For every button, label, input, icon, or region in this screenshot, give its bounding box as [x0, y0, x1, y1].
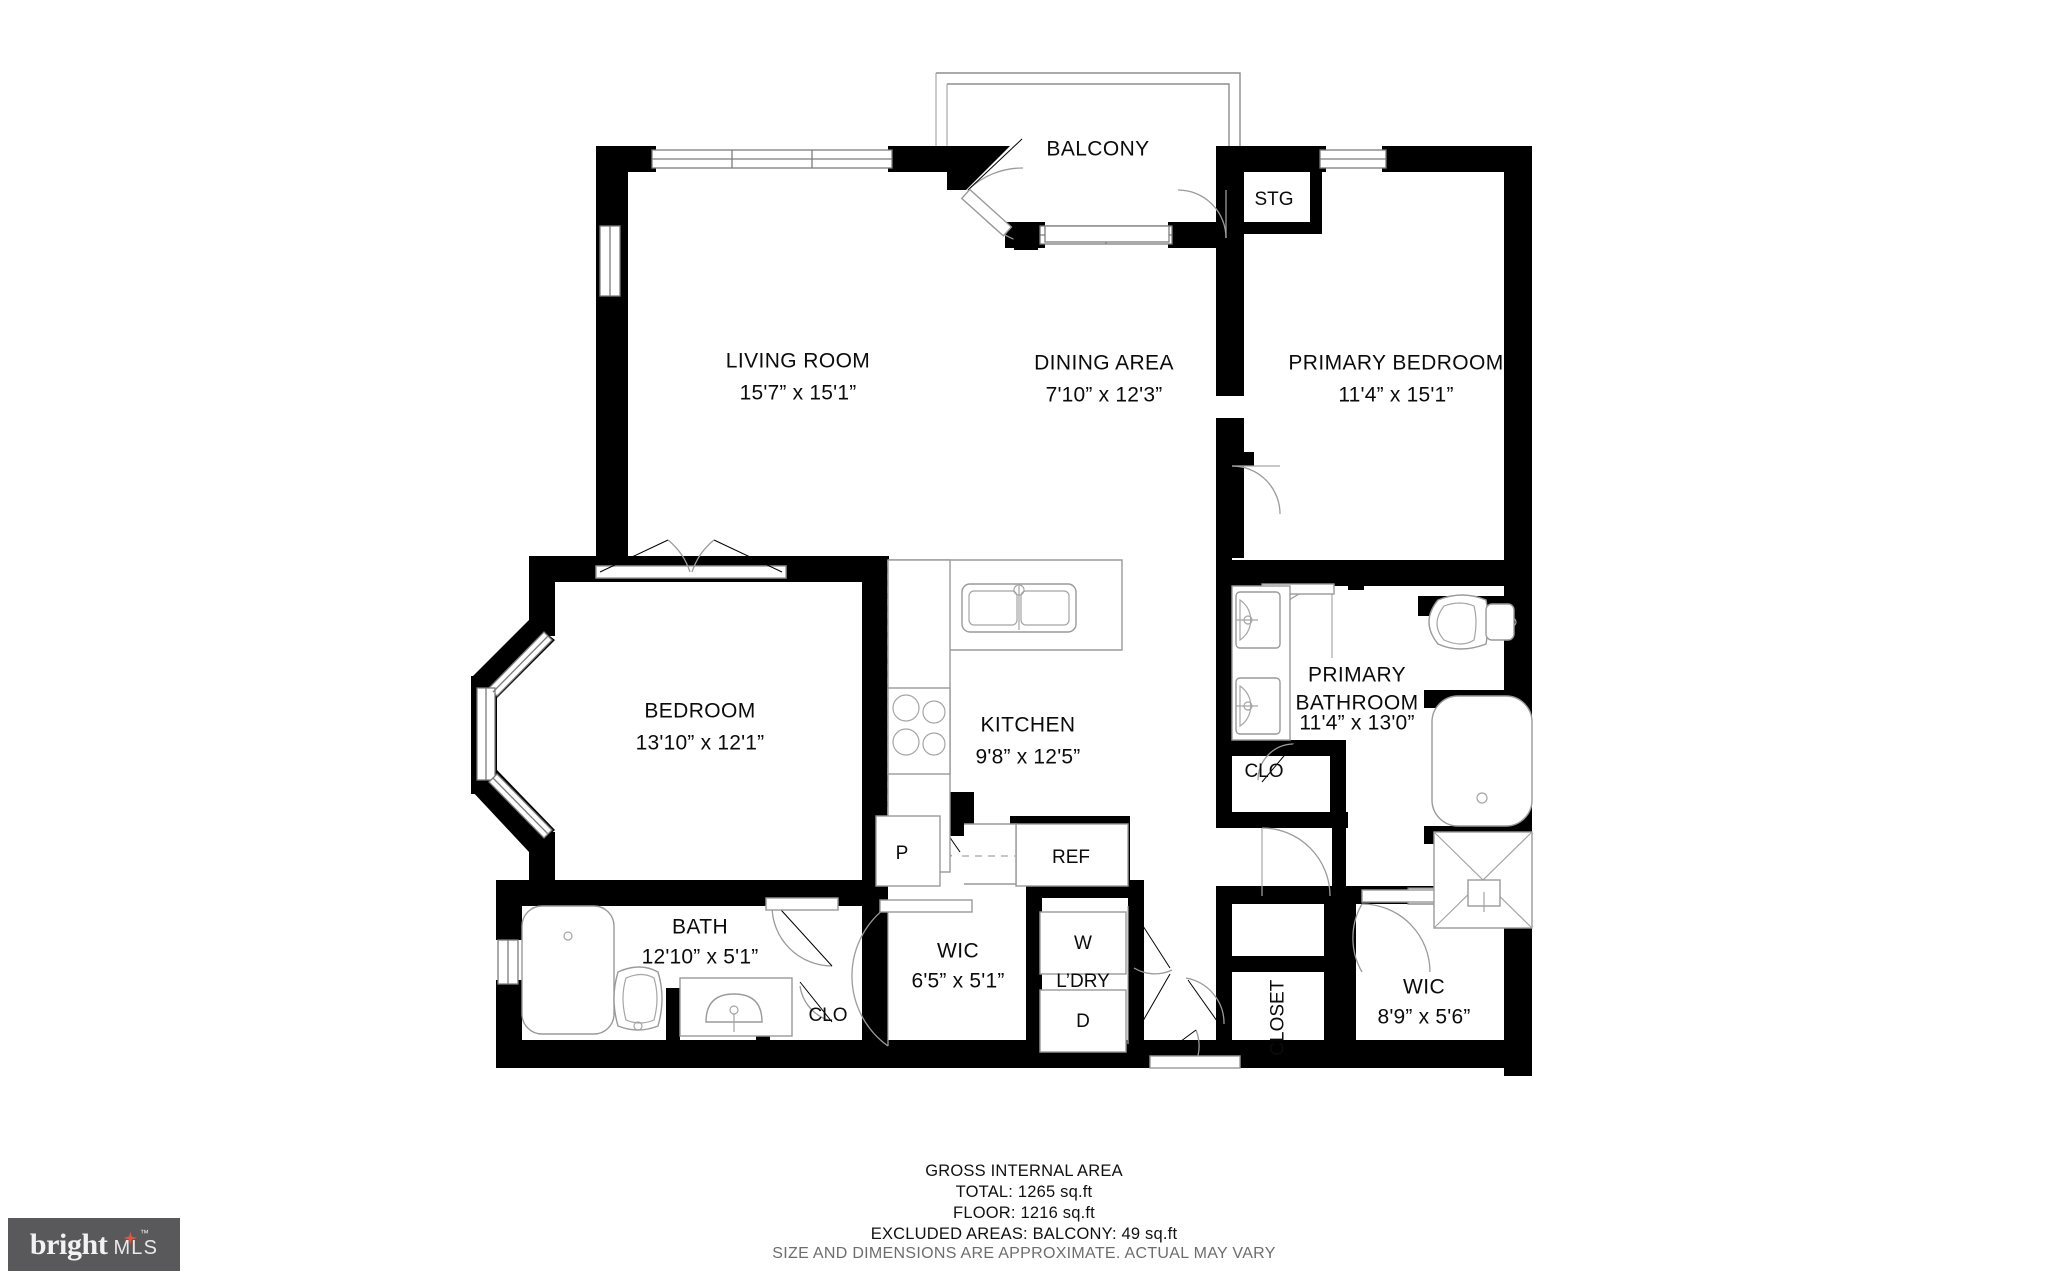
fixtures: [521, 559, 1533, 1053]
door-wic-hall: [851, 899, 973, 1047]
label-closet-bath: CLO: [808, 1005, 847, 1026]
door-bath-closet: [799, 981, 833, 1023]
label-living-room-name: LIVING ROOM: [726, 350, 870, 373]
label-wic-primary-name: WIC: [1403, 976, 1445, 999]
door-hall-closet: [1185, 977, 1225, 1029]
label-dining-name: DINING AREA: [1034, 352, 1174, 375]
area-floor: FLOOR: 1216 sq.ft: [953, 1204, 1095, 1222]
label-closet-hall: CLOSET: [1268, 979, 1289, 1055]
kitchen-counters: [875, 559, 1129, 887]
label-bath-dim: 12'10” x 5'1”: [642, 946, 759, 969]
primary-bath-fixtures: [1231, 585, 1533, 929]
door-bedroom-double: [595, 539, 787, 579]
label-kitchen-name: KITCHEN: [981, 714, 1076, 737]
label-bedroom-dim: 13'10” x 12'1”: [636, 732, 765, 755]
area-title: GROSS INTERNAL AREA: [925, 1162, 1123, 1180]
door-hall-bottom: [1149, 1029, 1241, 1069]
label-wic-primary-dim: 8'9” x 5'6”: [1377, 1006, 1470, 1029]
door-bath-to-wic: [1261, 827, 1331, 897]
door-bath: [765, 897, 839, 967]
room-labels: BALCONY STG LIVING ROOM 15'7” x 15'1” DI…: [636, 138, 1504, 1056]
label-laundry: L’DRY: [1056, 971, 1110, 992]
label-pantry: P: [896, 843, 909, 864]
label-living-room-dim: 15'7” x 15'1”: [740, 382, 857, 405]
label-primary-bath-name-1: PRIMARY: [1308, 664, 1406, 687]
label-balcony: BALCONY: [1046, 138, 1149, 161]
doors: [595, 138, 1459, 1069]
label-bedroom-name: BEDROOM: [644, 700, 755, 723]
label-primary-bath-dim: 11'4” x 13'0”: [1299, 712, 1414, 735]
label-wic-hall-name: WIC: [937, 940, 979, 963]
logo-brand-text: bright: [29, 1227, 108, 1261]
label-wic-hall-dim: 6'5” x 5'1”: [911, 970, 1004, 993]
label-primary-bedroom-name: PRIMARY BEDROOM: [1288, 352, 1503, 375]
area-summary: GROSS INTERNAL AREA TOTAL: 1265 sq.ft FL…: [0, 1161, 2048, 1245]
door-stg: [1177, 189, 1227, 239]
logo-suffix-text: MLS: [113, 1236, 159, 1259]
area-total: TOTAL: 1265 sq.ft: [955, 1183, 1093, 1201]
door-laundry: [1127, 906, 1173, 1044]
label-dining-dim: 7'10” x 12'3”: [1046, 384, 1163, 407]
label-primary-bedroom-dim: 11'4” x 15'1”: [1338, 384, 1453, 407]
logo-inner: bright ™ MLS: [29, 1227, 159, 1261]
label-bath-name: BATH: [672, 916, 728, 939]
label-stg: STG: [1254, 189, 1293, 210]
label-closet-primary-bath: CLO: [1244, 761, 1283, 782]
door-primary-bath-closet: [1257, 743, 1295, 783]
label-primary-bath-name-2: BATHROOM: [1296, 692, 1419, 715]
bath-fixtures: [521, 905, 793, 1037]
trademark-icon: ™: [139, 1227, 149, 1238]
disclaimer-text: SIZE AND DIMENSIONS ARE APPROXIMATE. ACT…: [772, 1245, 1276, 1262]
area-excluded: EXCLUDED AREAS: BALCONY: 49 sq.ft: [870, 1225, 1178, 1243]
bright-mls-logo: bright ™ MLS: [8, 1218, 180, 1271]
label-dryer: D: [1076, 1011, 1090, 1032]
door-balcony: [960, 138, 1038, 250]
windows: [476, 149, 1505, 985]
label-refrigerator: REF: [1052, 847, 1090, 868]
label-kitchen-dim: 9'8” x 12'5”: [976, 746, 1081, 769]
label-washer: W: [1074, 933, 1092, 954]
door-primary-bedroom: [1231, 465, 1281, 515]
laundry-appliances: [1039, 911, 1127, 1053]
